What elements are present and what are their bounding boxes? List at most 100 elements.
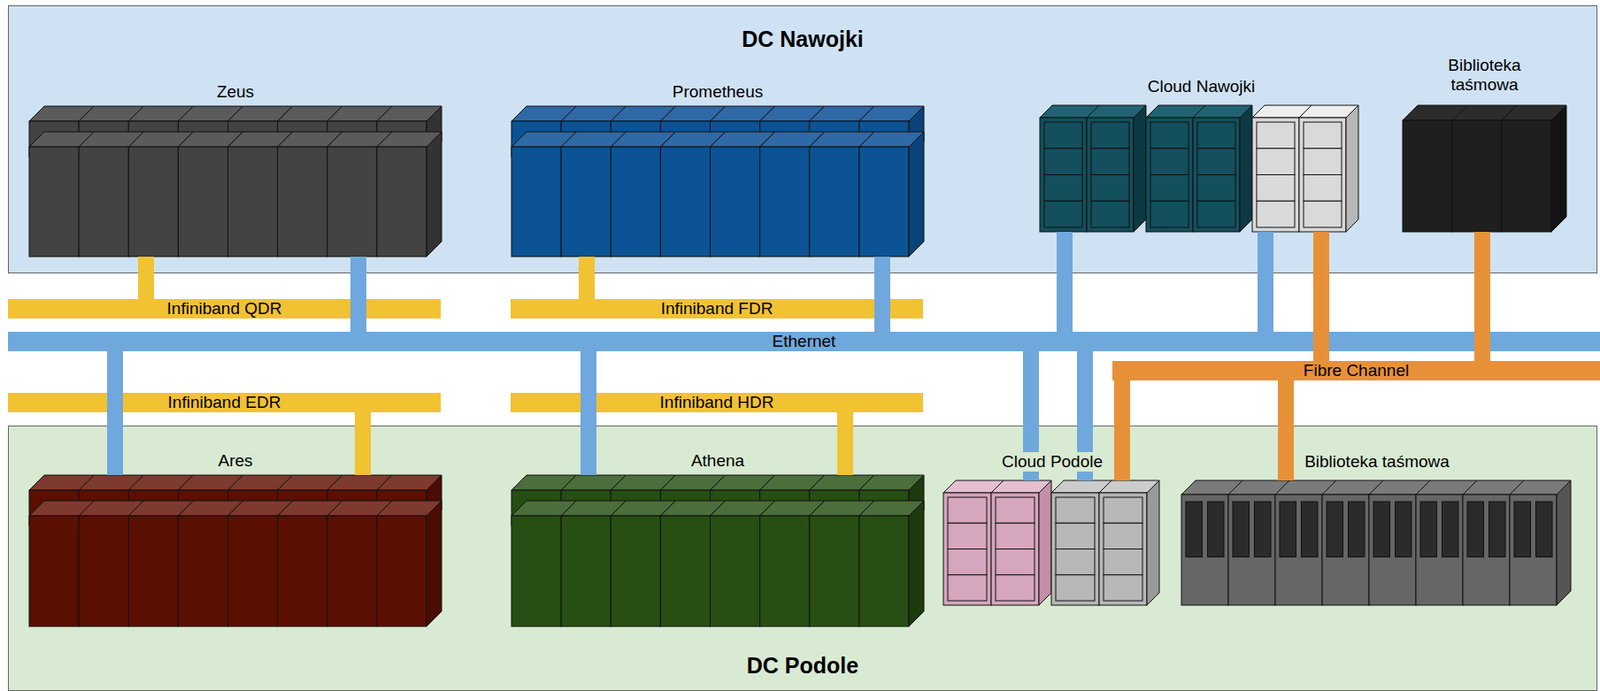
drawer-panel xyxy=(1091,175,1130,202)
drawer-panel xyxy=(1197,148,1236,176)
drawer-panel xyxy=(1091,122,1130,149)
cabinet-side xyxy=(1038,480,1052,606)
drawer-panel xyxy=(1044,200,1083,228)
drawer-panel xyxy=(947,549,987,576)
network-link xyxy=(578,256,595,300)
drawer-panel xyxy=(1044,148,1083,176)
cabinet-front xyxy=(78,146,129,257)
server-cluster: Ares xyxy=(29,475,442,627)
bus-label: Ethernet xyxy=(7,331,1600,352)
bus-label: Infiniband EDR xyxy=(7,392,441,413)
network-bus: Fibre Channel xyxy=(1112,361,1600,381)
cabinet-front xyxy=(1299,117,1347,232)
cabinet-front xyxy=(29,146,79,257)
data-center-region: DC NawojkiZeusPrometheusCloud NawojkiBib… xyxy=(7,5,1598,274)
cabinet-front xyxy=(760,515,810,627)
drawer-panel xyxy=(995,575,1035,601)
cluster-label: Prometheus xyxy=(669,82,766,102)
cabinet-front xyxy=(760,146,810,257)
drawer-panel xyxy=(1150,175,1189,202)
drawer-panel xyxy=(1103,549,1143,576)
tape-slot xyxy=(1395,501,1413,558)
cabinet-front xyxy=(610,146,661,257)
cabinet-front xyxy=(327,146,377,257)
network-link xyxy=(107,351,124,476)
bus-label: Infiniband HDR xyxy=(510,392,924,413)
network-link xyxy=(1076,351,1093,481)
network-bus: Infiniband HDR xyxy=(510,392,924,413)
drawer-panel xyxy=(1091,200,1130,228)
region-title: DC Podole xyxy=(746,652,859,679)
drawer-panel xyxy=(995,497,1035,524)
drawer-panel xyxy=(1150,122,1189,149)
cabinet-front xyxy=(277,146,328,257)
cabinet-front xyxy=(78,515,129,627)
drawer-panel xyxy=(1303,122,1342,149)
bus-label: Fibre Channel xyxy=(1112,361,1600,381)
drawer-panel xyxy=(1055,549,1095,576)
cabinet-side xyxy=(1556,480,1571,606)
drawer-panel xyxy=(1197,200,1236,228)
tape-slot xyxy=(1467,501,1485,558)
tape-slot xyxy=(1207,501,1225,558)
cabinet-group: Cloud Nawojki xyxy=(1039,105,1363,232)
network-link xyxy=(837,412,854,476)
drawer-panel xyxy=(1103,575,1143,601)
tape-slot xyxy=(1232,501,1250,558)
cabinet-side xyxy=(426,500,442,627)
cabinet-front xyxy=(1415,494,1463,606)
network-link xyxy=(874,256,891,332)
cabinet-front xyxy=(859,146,909,257)
drawer-panel xyxy=(995,523,1035,549)
drawer-panel xyxy=(1197,175,1236,202)
cabinet-front xyxy=(710,515,761,627)
tape-slot xyxy=(1326,501,1344,558)
drawer-panel xyxy=(1103,497,1143,524)
tape-slot xyxy=(1420,501,1438,558)
drawer-panel xyxy=(1150,200,1189,228)
cabinet-side xyxy=(908,500,924,627)
network-link xyxy=(1023,351,1039,481)
cabinet-front xyxy=(1099,492,1147,606)
cabinet-side xyxy=(908,131,924,257)
cabinet-side xyxy=(1551,105,1567,232)
cluster-label: Ares xyxy=(215,451,255,471)
drawer-panel xyxy=(1256,200,1295,228)
rack-illustration xyxy=(511,106,924,257)
tape-slot xyxy=(1514,501,1531,558)
cabinet-front xyxy=(177,515,228,627)
cluster-label: Biblioteka taśmowa xyxy=(1424,55,1546,95)
server-cluster: Zeus xyxy=(29,106,442,257)
tape-slot xyxy=(1348,501,1366,558)
tape-slot xyxy=(1536,501,1554,558)
cabinet-front xyxy=(277,515,328,627)
network-link xyxy=(1277,380,1294,481)
network-link xyxy=(1056,231,1073,332)
cabinet-front xyxy=(1086,117,1134,232)
server-cluster: Prometheus xyxy=(511,106,924,257)
drawer-panel xyxy=(1103,523,1143,549)
cabinet-group: Cloud Podole xyxy=(943,480,1162,606)
tape-slot xyxy=(1442,501,1460,558)
tape-slot xyxy=(1489,501,1507,558)
drawer-panel xyxy=(947,523,987,549)
cabinet-front xyxy=(943,492,992,606)
cluster-label: Cloud Podole xyxy=(999,452,1106,472)
cabinet-front xyxy=(1322,494,1370,606)
cabinet-front xyxy=(991,492,1039,606)
cabinet-front xyxy=(177,146,228,257)
drawer-panel xyxy=(1256,148,1295,176)
network-bus: Infiniband EDR xyxy=(7,392,441,413)
network-link xyxy=(1474,231,1491,362)
network-link xyxy=(350,256,367,332)
cabinet-front xyxy=(610,515,661,627)
cabinet-front xyxy=(1501,120,1552,232)
cluster-label: Cloud Nawojki xyxy=(1145,76,1258,97)
cluster-label: Athena xyxy=(688,451,747,471)
network-link xyxy=(1313,231,1330,362)
cabinet-group: Biblioteka taśmowa xyxy=(1181,480,1573,606)
network-link xyxy=(138,256,154,300)
rack-illustration xyxy=(1402,105,1567,232)
drawer-panel xyxy=(1256,175,1295,202)
